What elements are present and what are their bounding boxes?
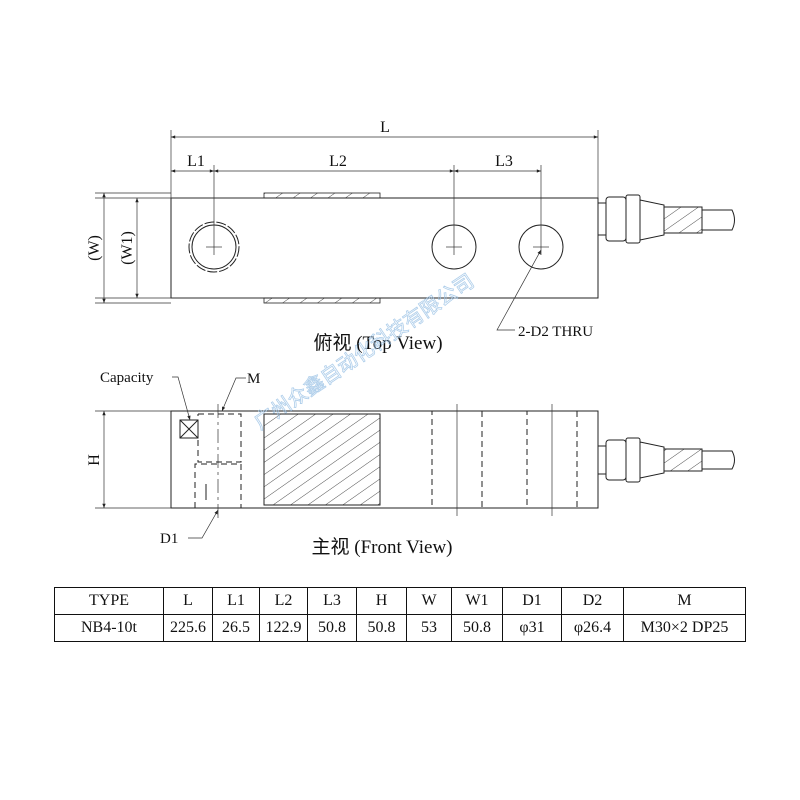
th-l3: L3 (307, 587, 357, 615)
d1-label: D1 (160, 531, 178, 547)
table-header-row: TYPE L L1 L2 L3 H W W1 D1 D2 M (54, 587, 746, 615)
thread-m-hidden (197, 413, 242, 463)
top-body (170, 197, 599, 299)
th-l2: L2 (259, 587, 308, 615)
th-d2: D2 (561, 587, 624, 615)
cell-l: 225.6 (163, 614, 213, 642)
dim-l2-label: L2 (329, 153, 347, 170)
dim-l1-label: L1 (187, 153, 205, 170)
top-view-title: 俯视 (Top View) (313, 332, 442, 354)
cell-w: 53 (406, 614, 452, 642)
cell-w1: 50.8 (451, 614, 503, 642)
th-w1: W1 (451, 587, 503, 615)
front-body (170, 410, 599, 509)
cell-h: 50.8 (356, 614, 407, 642)
dim-w1-label: (W1) (119, 231, 136, 265)
hatched-strip-top (263, 192, 381, 199)
hole-note: 2-D2 THRU (518, 324, 593, 340)
table-row: NB4-10t 225.6 26.5 122.9 50.8 50.8 53 50… (54, 614, 746, 642)
th-l: L (163, 587, 213, 615)
front-view: H Capacity M D1 主视 (Front View) (86, 370, 735, 558)
cell-m: M30×2 DP25 (623, 614, 746, 642)
th-m: M (623, 587, 746, 615)
cell-d2: φ26.4 (561, 614, 624, 642)
cable-connector-front (597, 437, 735, 483)
hatched-block (263, 413, 381, 506)
cell-l1: 26.5 (212, 614, 260, 642)
th-type: TYPE (54, 587, 164, 615)
top-view: (W) (W1) L L1 L2 L3 2-D2 TH (86, 119, 735, 354)
hatched-strip-bottom (263, 297, 381, 304)
dim-h-label: H (86, 454, 103, 466)
dim-l-label: L (380, 119, 390, 136)
cell-l2: 122.9 (259, 614, 308, 642)
th-d1: D1 (502, 587, 562, 615)
cell-d1: φ31 (502, 614, 562, 642)
th-h: H (356, 587, 407, 615)
cell-type: NB4-10t (54, 614, 164, 642)
capacity-mark (179, 419, 199, 439)
dim-l3-label: L3 (495, 153, 513, 170)
cell-l3: 50.8 (307, 614, 357, 642)
th-w: W (406, 587, 452, 615)
watermark: 广州众鑫自动化科技有限公司 (249, 269, 478, 434)
th-l1: L1 (212, 587, 260, 615)
spec-table: TYPE L L1 L2 L3 H W W1 D1 D2 M NB4-10t 2… (54, 587, 746, 642)
capacity-label: Capacity (100, 370, 154, 386)
m-label: M (247, 371, 260, 387)
front-view-title: 主视 (Front View) (312, 536, 453, 558)
cable-connector-top (597, 194, 735, 244)
bore-d1-hidden (194, 463, 242, 508)
dim-w-label: (W) (86, 235, 103, 261)
